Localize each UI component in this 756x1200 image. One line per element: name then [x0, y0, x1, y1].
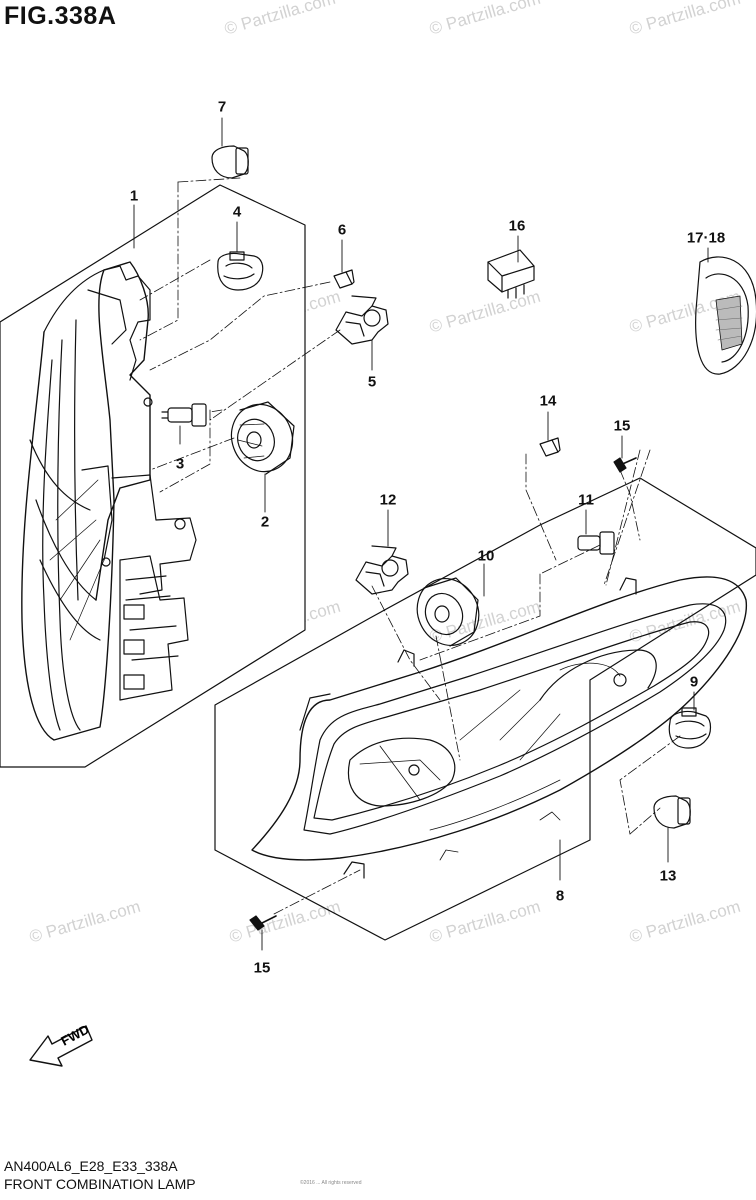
callout-6: 6: [337, 221, 347, 239]
bulb-socket-part-9: [668, 707, 712, 749]
callout-3: 3: [175, 455, 185, 473]
screw-part-15-bottom: [249, 915, 277, 931]
callout-15-bottom: 15: [253, 959, 271, 977]
callout-9: 9: [689, 673, 699, 691]
callout-5: 5: [367, 373, 377, 391]
callout-11: 11: [578, 491, 594, 509]
headlamp-assembly: [251, 576, 748, 879]
screw-part-15-top: [613, 457, 637, 473]
halogen-bulb-part-5: [335, 295, 389, 345]
copyright-fine-print: ©2016 ... All rights reserved: [300, 1180, 362, 1186]
bulb-part-6: [333, 269, 355, 289]
reflex-reflector-part-17-18: [695, 256, 756, 375]
reflector-part-10: [416, 577, 480, 647]
callout-15-top: 15: [613, 417, 631, 435]
callout-4: 4: [232, 203, 242, 221]
assembly-box-right: [214, 477, 756, 941]
callout-7: 7: [217, 98, 227, 116]
fwd-arrow: [29, 1025, 93, 1067]
reflector-part-2: [230, 401, 295, 475]
callout-13: 13: [659, 867, 677, 885]
figure-code: AN400AL6_E28_E33_338A: [4, 1158, 178, 1174]
figure-title: FIG.338A: [4, 2, 117, 30]
callout-14: 14: [539, 392, 557, 410]
left-lamp-housing: [21, 261, 197, 741]
figure-name: FRONT COMBINATION LAMP: [4, 1176, 196, 1192]
bulb-part-11: [577, 531, 615, 555]
callout-2: 2: [260, 513, 270, 531]
callout-10: 10: [477, 547, 495, 565]
bulb-part-14: [539, 437, 561, 457]
callout-1: 1: [129, 187, 139, 205]
halogen-bulb-part-12: [355, 545, 409, 595]
callout-8: 8: [555, 887, 565, 905]
callout-12: 12: [379, 491, 397, 509]
bulb-part-13: [653, 795, 691, 829]
callout-17-18: 17·18: [686, 229, 726, 247]
bulb-socket-part-4: [217, 251, 264, 291]
bulb-part-3: [161, 403, 207, 427]
callout-16: 16: [508, 217, 526, 235]
relay-part-16: [487, 249, 535, 299]
bulb-part-7: [211, 145, 249, 179]
